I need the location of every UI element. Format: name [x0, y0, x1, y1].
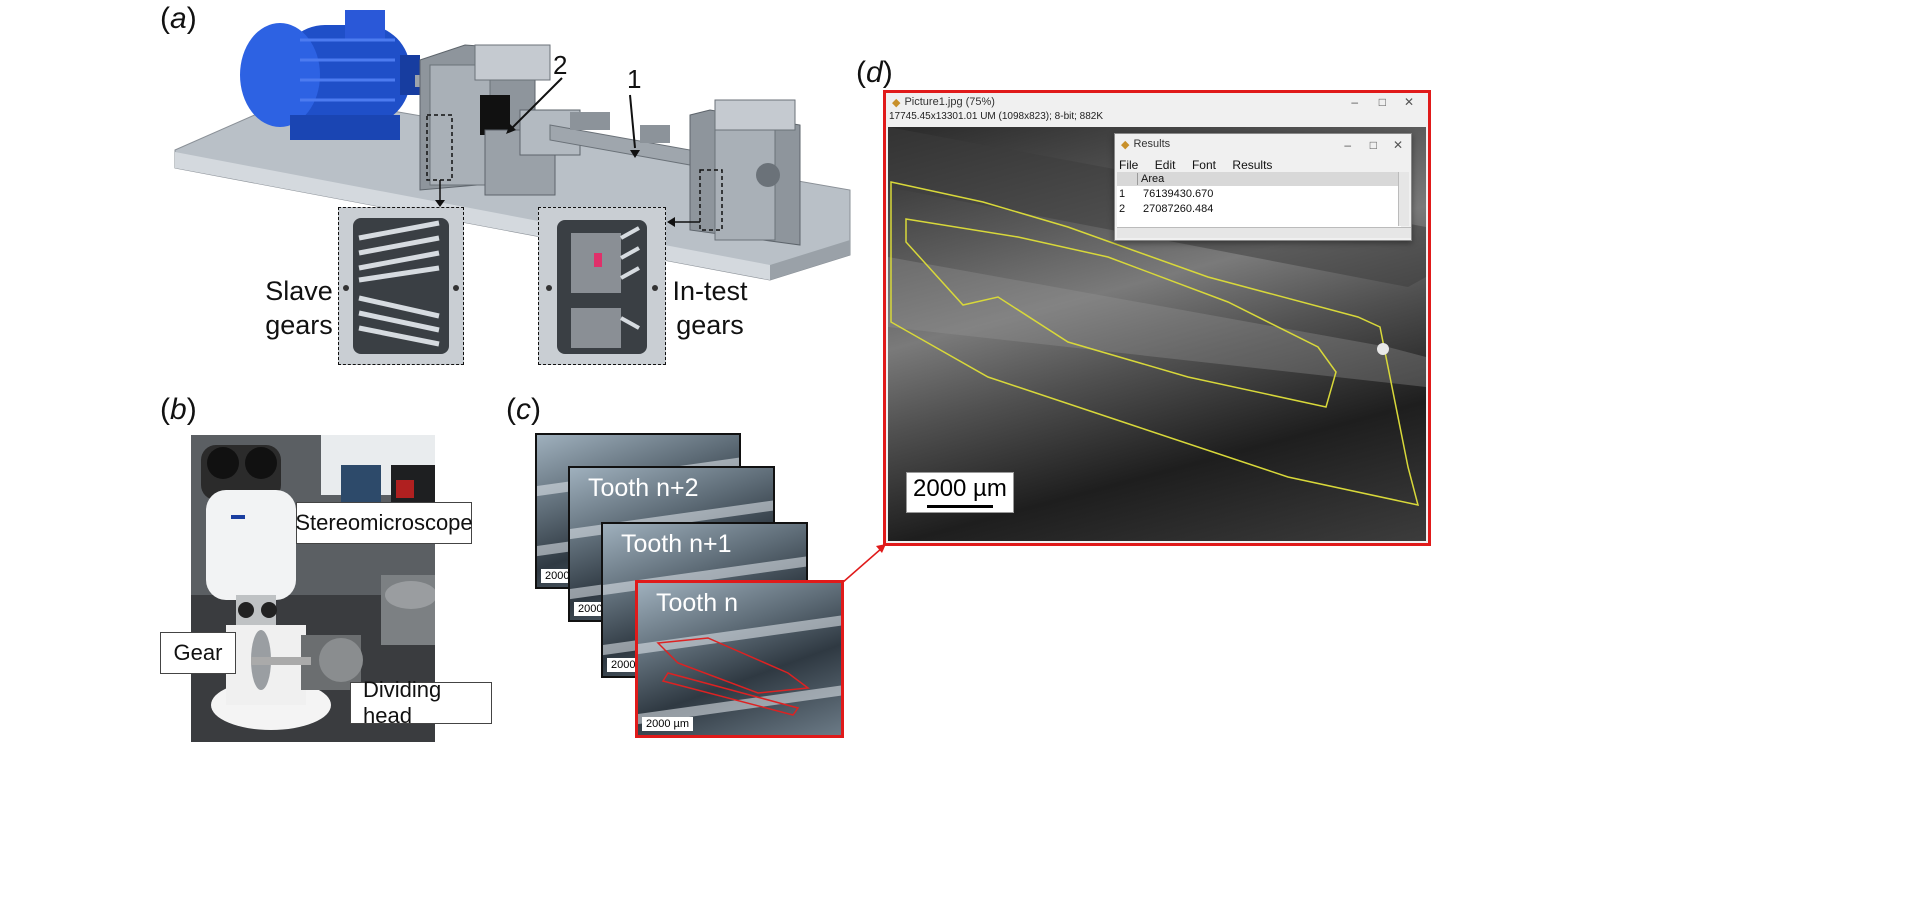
tooth-label: Tooth n+1: [621, 530, 732, 558]
label-number-1: 1: [627, 64, 642, 94]
menu-file[interactable]: File: [1119, 158, 1139, 172]
results-titlebar: ◆ Results: [1121, 138, 1171, 151]
image-info: 17745.45x13301.01 UM (1098x823); 8-bit; …: [889, 111, 1104, 122]
imagej-icon: ◆: [892, 96, 901, 109]
table-row[interactable]: 1 76139430.670: [1119, 187, 1214, 200]
in-test-gearbox: [689, 99, 801, 246]
stereomicroscope-label: Stereomicroscope: [295, 502, 473, 544]
tooth-label: Tooth n+2: [588, 474, 699, 502]
minimize-icon[interactable]: –: [1351, 95, 1358, 109]
table-row[interactable]: 2 27087260.484: [1119, 202, 1214, 215]
panel-b-label: (b): [160, 393, 197, 426]
roi-inner: [905, 218, 1337, 408]
panel-a-label: (a): [160, 2, 197, 35]
tooth-image-n: Tooth n 2000 µm: [635, 580, 844, 738]
column-header-area[interactable]: Area: [1137, 173, 1211, 185]
menu-font[interactable]: Font: [1191, 158, 1216, 172]
gear-label: Gear: [160, 632, 236, 674]
tooth-label: Tooth n: [656, 589, 739, 617]
imagej-screenshot: ◆ Picture1.jpg (75%) – □ ✕ 17745.45x1330…: [883, 90, 1431, 546]
scale-bar: 2000 µm: [642, 717, 694, 731]
panel-d-label: (d): [856, 56, 893, 89]
in-test-gears-photo: [538, 207, 666, 365]
scale-bar: 2000: [607, 658, 640, 672]
scale-bar: 2000 µm: [906, 472, 1014, 513]
menu-results[interactable]: Results: [1232, 158, 1273, 172]
dividing-head-label: Dividing head: [350, 677, 492, 728]
results-window[interactable]: ◆ Results – □ ✕ File Edit Font Results A…: [1114, 133, 1412, 241]
arrow-2: [509, 77, 563, 131]
zoom-connector: [841, 544, 886, 584]
results-menubar: File Edit Font Results: [1115, 156, 1411, 172]
maximize-icon[interactable]: □: [1369, 138, 1377, 152]
results-header-row: Area: [1117, 172, 1401, 186]
close-icon[interactable]: ✕: [1392, 138, 1403, 152]
tooth-micrograph: 2000 µm: [888, 127, 1426, 541]
close-icon[interactable]: ✕: [1403, 95, 1414, 109]
maximize-icon[interactable]: □: [1378, 95, 1386, 109]
horizontal-scrollbar[interactable]: [1117, 227, 1411, 238]
slave-gears-photo: [338, 207, 464, 365]
label-number-2: 2: [553, 50, 568, 80]
roi-outer: [890, 181, 1420, 506]
results-table: Area 1 76139430.670 2 27087260.484: [1117, 172, 1401, 236]
stereomicroscope-photo: [191, 435, 435, 742]
motor: [240, 10, 420, 140]
imagej-icon: ◆: [1121, 138, 1130, 151]
panel-c-label: (c): [506, 393, 541, 426]
scale-bar: 2000: [574, 602, 607, 616]
minimize-icon[interactable]: –: [1344, 138, 1351, 152]
image-window-titlebar: ◆ Picture1.jpg (75%): [892, 96, 995, 109]
menu-edit[interactable]: Edit: [1154, 158, 1176, 172]
vertical-scrollbar[interactable]: [1398, 172, 1409, 226]
arrow-1: [629, 94, 636, 149]
